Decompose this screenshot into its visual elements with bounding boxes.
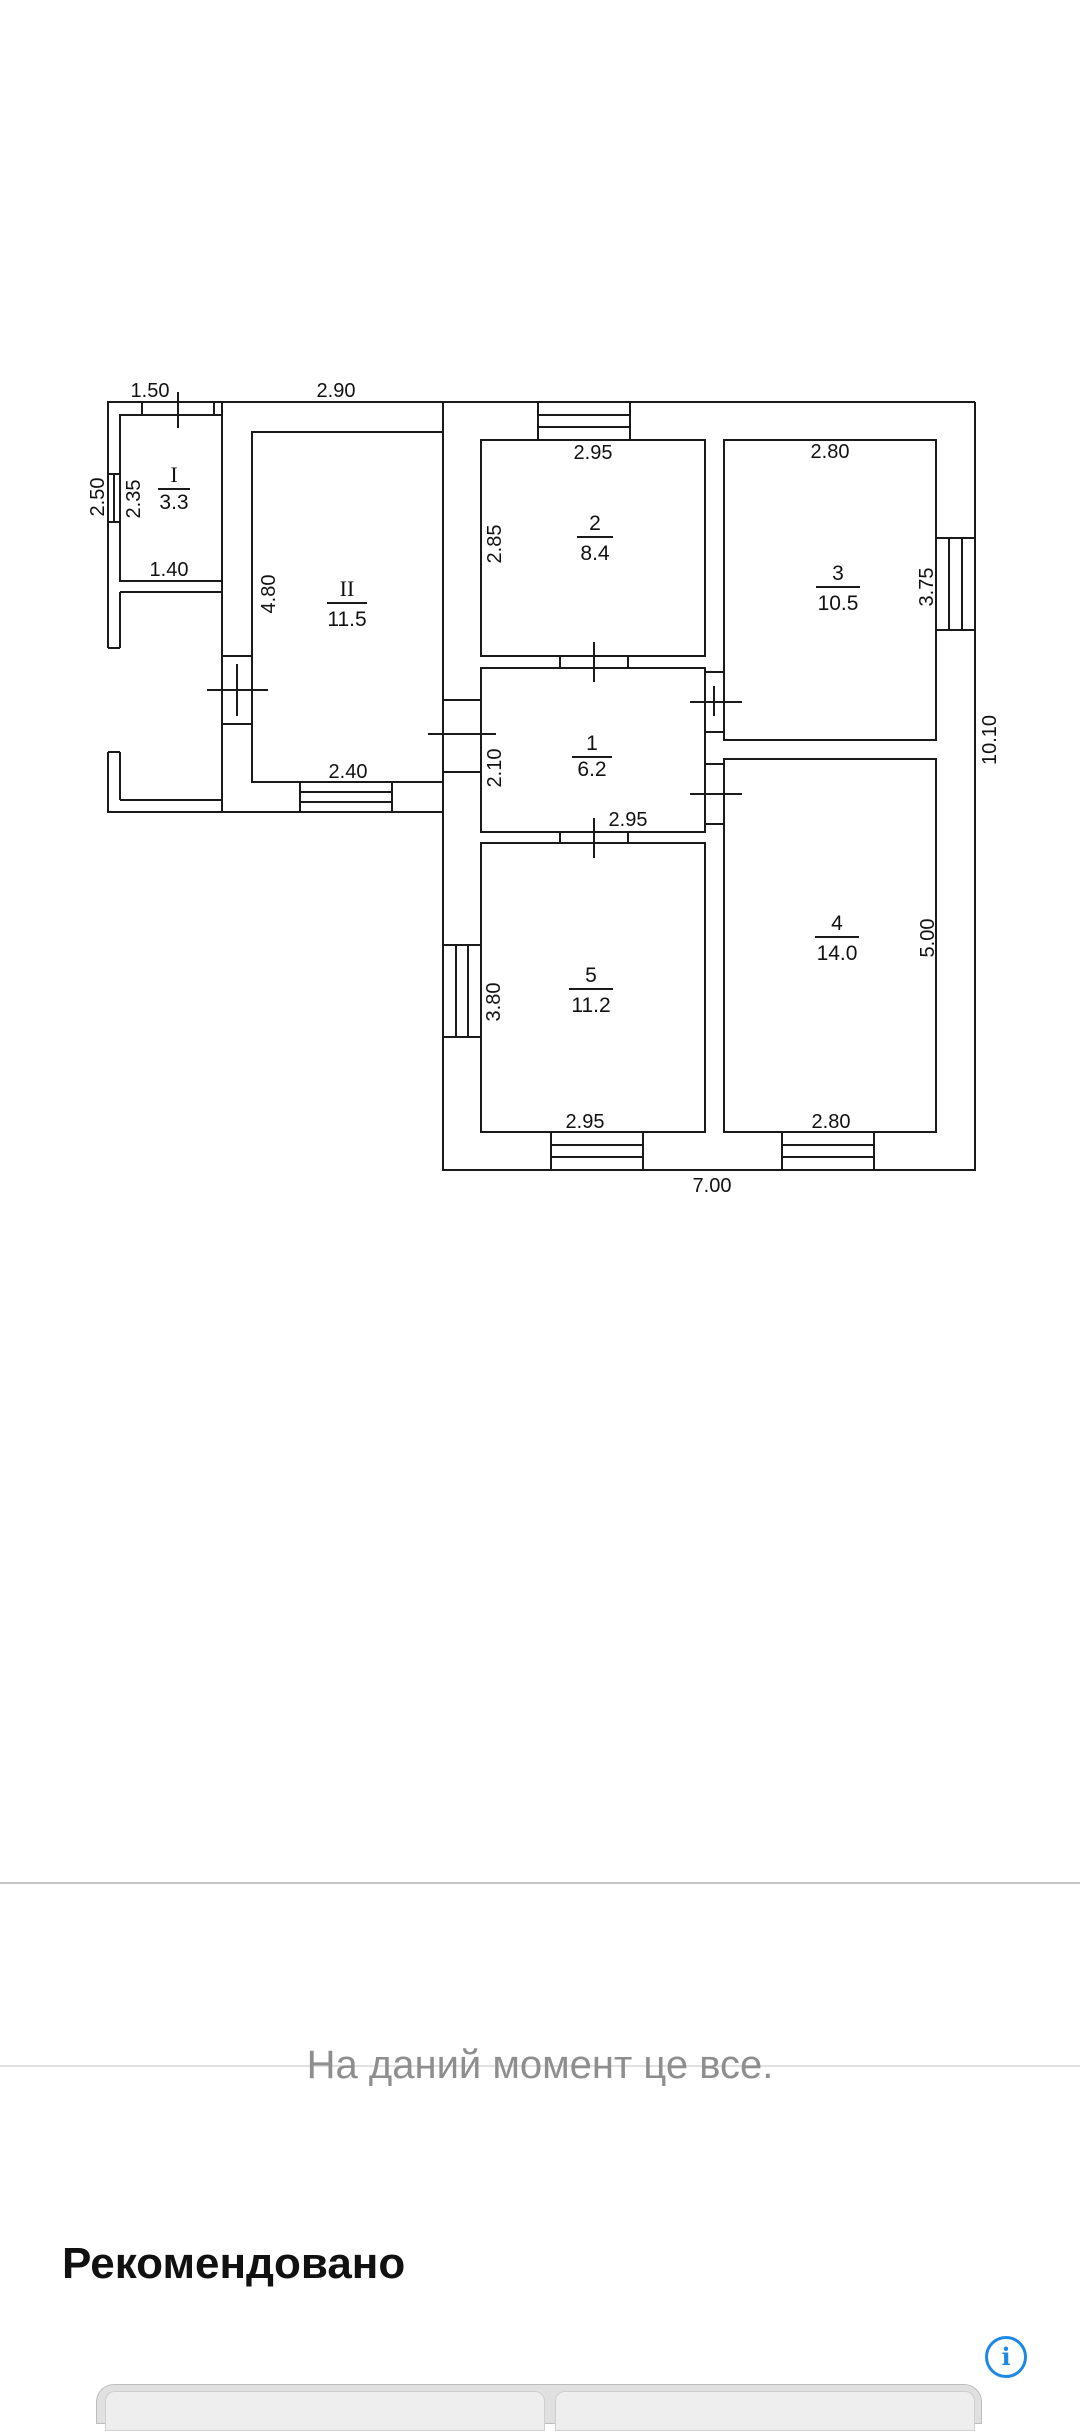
room-label-1: 1 6.2 <box>572 732 612 781</box>
svg-text:3.75: 3.75 <box>916 568 938 607</box>
recommended-section-title: Рекомендовано <box>62 2239 406 2288</box>
window-porch <box>107 473 121 523</box>
room-label-3: 3 10.5 <box>816 562 860 615</box>
door-marks <box>177 392 742 858</box>
svg-text:3.80: 3.80 <box>483 983 505 1022</box>
section-divider <box>0 1882 1080 1884</box>
dimension-labels: 1.50 2.90 2.50 2.35 1.40 4.80 2.40 2.95 … <box>87 380 1001 1197</box>
window-room5-bottom <box>550 1131 644 1171</box>
svg-text:10.10: 10.10 <box>979 715 1001 765</box>
room-label-II: II 11.5 <box>327 576 367 631</box>
room-label-4: 4 14.0 <box>815 912 859 965</box>
svg-text:2.95: 2.95 <box>609 809 648 831</box>
svg-text:2.95: 2.95 <box>574 442 613 464</box>
window-room4-bottom <box>781 1131 875 1171</box>
svg-text:I: I <box>170 462 177 487</box>
recommended-cards-strip[interactable] <box>96 2384 982 2431</box>
floor-plan-drawing: I 3.3 II 11.5 1 6.2 2 8.4 3 10.5 4 14.0 <box>87 380 1001 1197</box>
svg-text:3: 3 <box>832 562 844 585</box>
svg-text:II: II <box>340 576 355 601</box>
svg-text:5: 5 <box>585 964 597 987</box>
svg-text:2: 2 <box>589 512 601 535</box>
svg-text:2.80: 2.80 <box>812 1111 851 1133</box>
window-room5-left <box>442 944 482 1038</box>
svg-text:1.50: 1.50 <box>131 380 170 402</box>
window-hall <box>299 781 393 813</box>
svg-text:7.00: 7.00 <box>693 1175 732 1197</box>
svg-text:4: 4 <box>831 912 843 935</box>
svg-text:10.5: 10.5 <box>818 592 859 615</box>
room-label-5: 5 11.2 <box>569 964 613 1017</box>
svg-text:4.80: 4.80 <box>258 575 280 614</box>
svg-text:2.40: 2.40 <box>329 761 368 783</box>
recommended-card[interactable] <box>105 2391 545 2431</box>
svg-text:5.00: 5.00 <box>917 919 939 958</box>
svg-text:2.10: 2.10 <box>484 749 506 788</box>
svg-text:2.80: 2.80 <box>811 441 850 463</box>
svg-text:11.2: 11.2 <box>571 994 610 1017</box>
floor-plan-image[interactable]: I 3.3 II 11.5 1 6.2 2 8.4 3 10.5 4 14.0 <box>0 0 1080 1300</box>
svg-text:3.3: 3.3 <box>159 491 188 514</box>
end-of-feed-message: На даний момент це все. <box>306 2043 774 2087</box>
svg-text:11.5: 11.5 <box>327 608 366 631</box>
window-room3 <box>935 537 976 631</box>
svg-text:2.35: 2.35 <box>123 480 145 519</box>
svg-text:2.50: 2.50 <box>87 478 109 517</box>
window-room2 <box>537 401 631 441</box>
svg-text:8.4: 8.4 <box>580 542 610 565</box>
end-message-line <box>0 2065 1080 2067</box>
room-label-I: I 3.3 <box>158 462 190 514</box>
svg-text:2.85: 2.85 <box>484 525 506 564</box>
room-label-2: 2 8.4 <box>577 512 613 565</box>
svg-text:2.95: 2.95 <box>566 1111 605 1133</box>
svg-text:1: 1 <box>586 732 598 755</box>
svg-text:14.0: 14.0 <box>817 942 858 965</box>
svg-text:2.90: 2.90 <box>317 380 356 402</box>
info-icon[interactable]: i <box>985 2336 1027 2378</box>
svg-text:6.2: 6.2 <box>577 758 606 781</box>
recommended-card[interactable] <box>555 2391 975 2431</box>
svg-text:1.40: 1.40 <box>150 559 189 581</box>
